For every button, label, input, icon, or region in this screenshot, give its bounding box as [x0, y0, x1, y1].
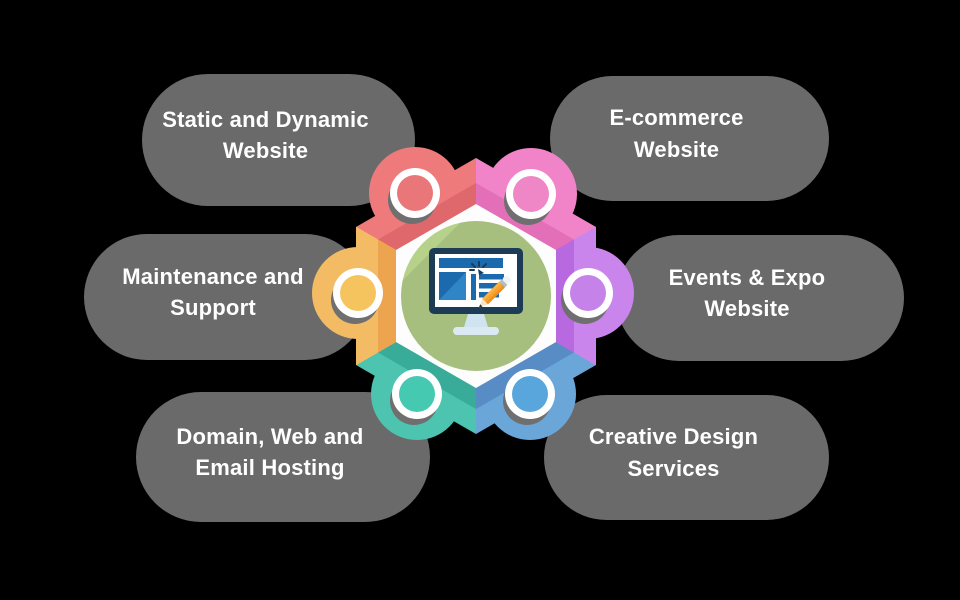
monitor-base — [453, 327, 499, 335]
node-hosting — [392, 369, 442, 419]
node-ecommerce — [506, 169, 556, 219]
pill-static-dynamic-website: Static and Dynamic Website — [142, 74, 415, 206]
pill-events-expo-website: Events & Expo Website — [616, 235, 904, 361]
webpage-text-line — [479, 283, 504, 289]
pill-ecommerce-website: E-commerce Website — [550, 76, 829, 201]
pill-creative-design-services: Creative Design Services — [544, 395, 829, 520]
pill-label: Maintenance and Support — [122, 263, 304, 320]
webpage-header-bar — [439, 258, 503, 268]
node-static-dynamic — [390, 168, 440, 218]
monitor-edit-icon — [429, 248, 523, 335]
pill-label: E-commerce Website — [609, 105, 744, 162]
pill-label: Static and Dynamic Website — [162, 106, 369, 163]
pill-maintenance-support: Maintenance and Support — [84, 234, 368, 360]
pill-label: Domain, Web and Email Hosting — [176, 423, 364, 480]
pill-label: Events & Expo Website — [668, 264, 826, 321]
node-events-expo — [563, 268, 613, 318]
webpage-text-line — [479, 274, 504, 280]
node-creative-design — [505, 369, 555, 419]
cursor-arrow — [478, 269, 484, 275]
pill-label: Creative Design Services — [588, 424, 759, 481]
node-maintenance — [333, 268, 383, 318]
pencil-icon — [478, 275, 512, 308]
click-burst-icon — [469, 261, 487, 271]
monitor-stand — [464, 314, 488, 327]
